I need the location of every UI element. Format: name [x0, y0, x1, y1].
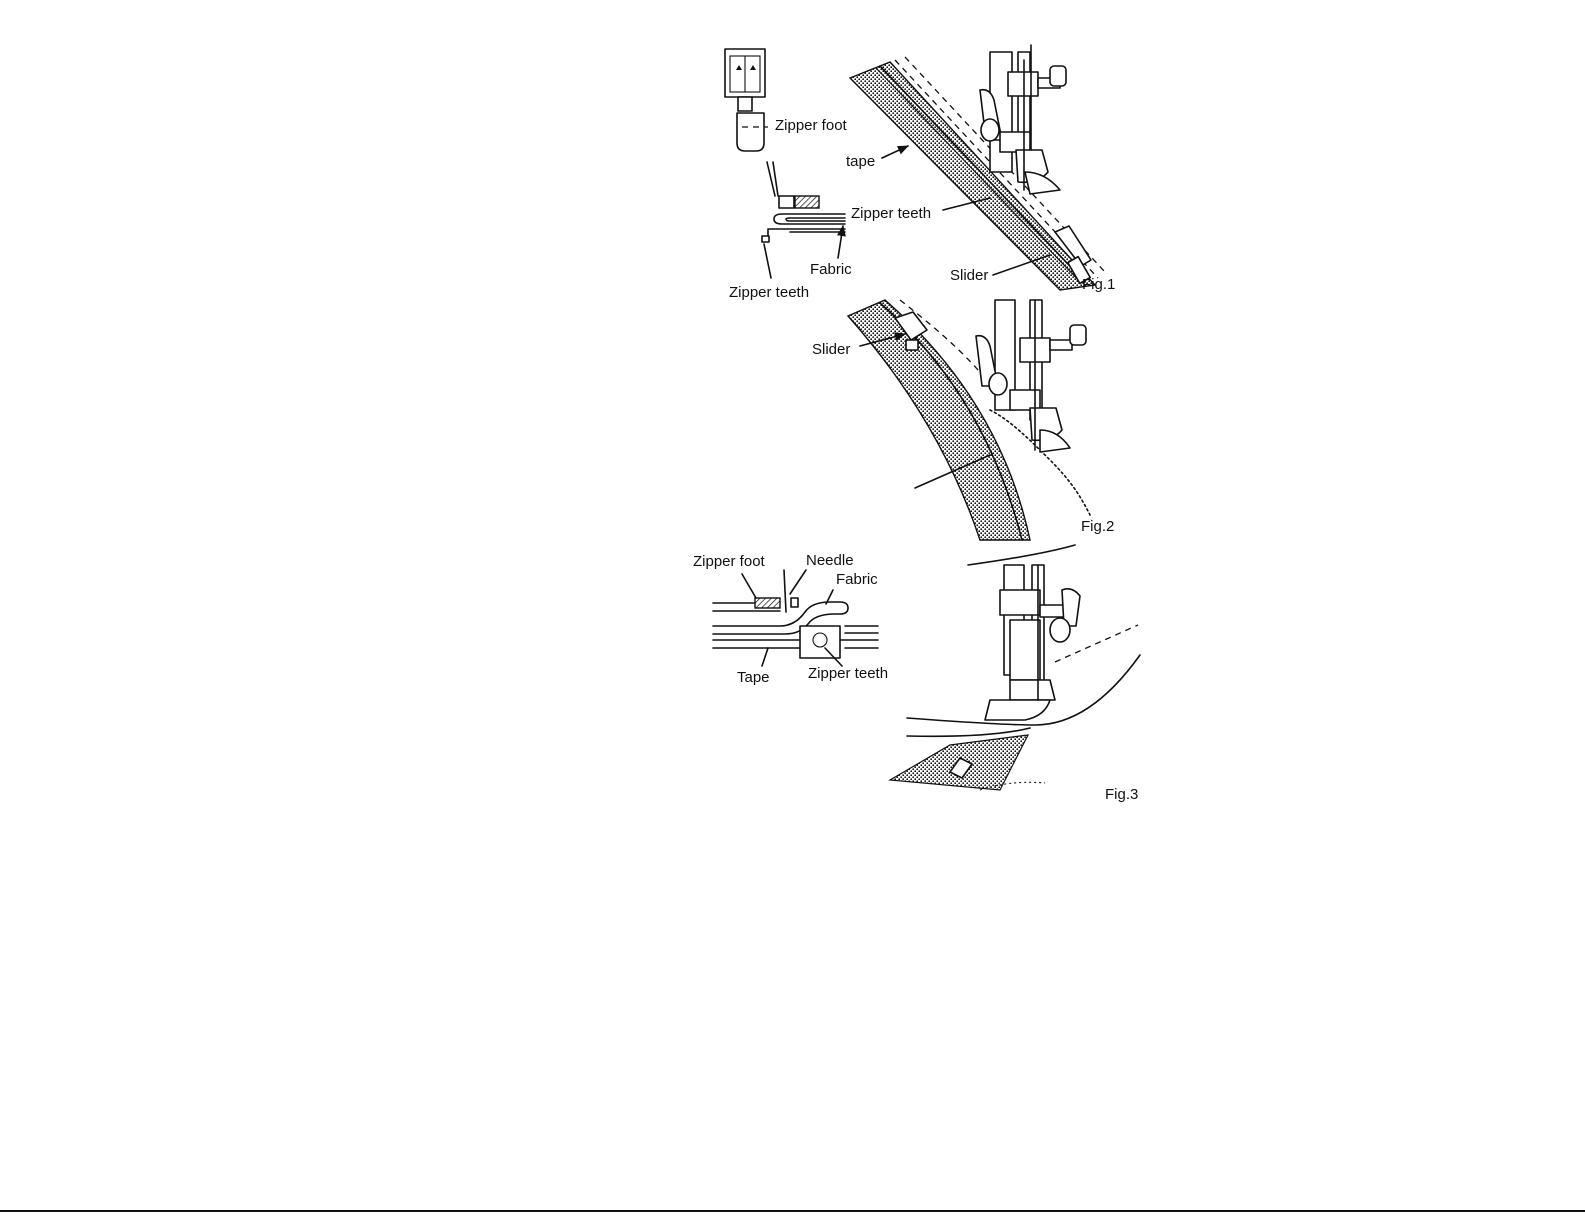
presser-foot-2 — [976, 300, 1086, 452]
label-zipper-teeth: Zipper teeth — [851, 205, 931, 222]
label-slider-2: Slider — [812, 341, 850, 358]
zipper-band-1 — [850, 57, 1105, 290]
presser-foot-1 — [980, 45, 1066, 194]
label-zipper-foot: Zipper foot — [775, 117, 848, 134]
label-fabric: Fabric — [810, 261, 852, 278]
caption-fig-3: Fig.3 — [1105, 786, 1138, 803]
zipper-foot-top-view-icon — [725, 49, 768, 151]
label-zipper-teeth-section: Zipper teeth — [729, 284, 809, 301]
label-tape: tape — [846, 153, 875, 170]
figure-2: Slider Fig.2 — [812, 300, 1114, 540]
caption-fig-2: Fig.2 — [1081, 518, 1114, 535]
caption-fig-1: Fig.1 — [1082, 276, 1115, 293]
figure-3: Zipper foot Needle Fabric Tape Zipper te… — [693, 545, 1140, 803]
figure-1: Zipper foot tape Zipper teeth Fabric Sli… — [725, 45, 1115, 301]
label-zipper-foot-3: Zipper foot — [693, 553, 766, 570]
label-fabric-3: Fabric — [836, 571, 878, 588]
label-zipper-teeth-3: Zipper teeth — [808, 665, 888, 682]
presser-foot-3 — [985, 565, 1080, 720]
label-slider: Slider — [950, 267, 988, 284]
label-needle: Needle — [806, 552, 854, 569]
page-bottom-rule — [0, 1210, 1585, 1212]
label-tape-3: Tape — [737, 669, 770, 686]
